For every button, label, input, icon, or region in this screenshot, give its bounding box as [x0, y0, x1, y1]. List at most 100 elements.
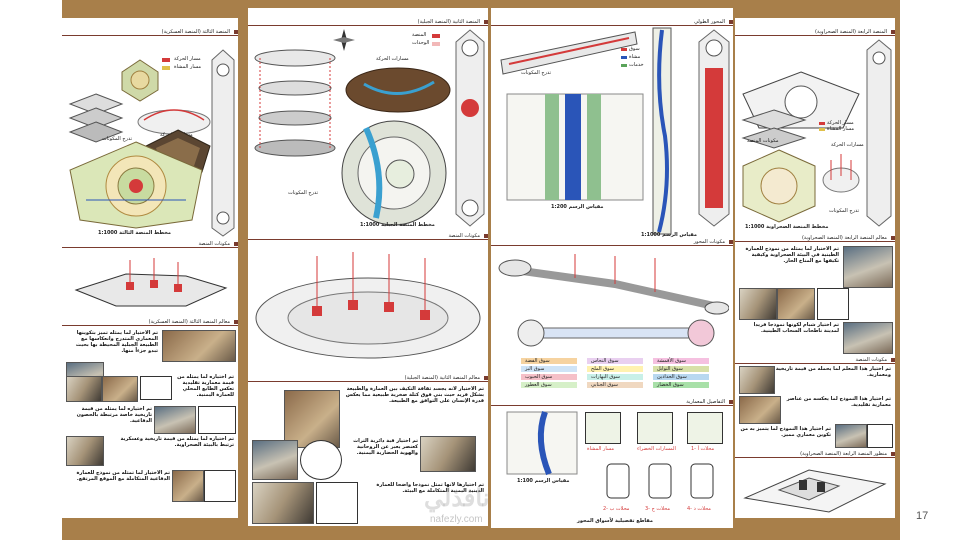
landmark-photo-4 [102, 376, 138, 402]
legend-swatch-red [432, 34, 440, 38]
bottom-note: مقاطع تفصيلية لأسواق المحور [577, 518, 653, 524]
axis-plan-strip [652, 27, 672, 235]
panel4-header-identity: معالم المنصة الرابعة (المنصة الصحراوية) [735, 234, 895, 242]
plan-title: مخطط المنصة الصحراوية 1:1000 [745, 224, 829, 230]
landmark-plan-2 [198, 406, 236, 434]
panel4-header-top: المنصة الرابعة (المنصة الصحراوية) [735, 28, 895, 36]
panel-longitudinal-axis: المحور الطولي تدرج المكونات سوق مشاة خدم… [491, 8, 733, 528]
components-diagram [498, 254, 729, 315]
panel2-header-components: مكونات المنصة [248, 232, 488, 240]
layers-label: تدرج المكونات [288, 190, 319, 196]
legend-label-2: مسار المشاة [827, 126, 855, 132]
main-plan [341, 120, 447, 226]
landmark-photo-4 [843, 322, 893, 354]
market-label-12: سوق الخضار [657, 382, 684, 388]
market-swatch-8 [587, 382, 643, 388]
identity-text-1: تم الاختيار لانه يجسد ثقافة التكيف بين ا… [345, 386, 484, 404]
legend-swatch-3 [621, 64, 627, 67]
sketch-label: مسارات الحركة [376, 56, 409, 62]
legend-swatch-red [819, 122, 825, 125]
panel4-header-components: مكونات المنصة [735, 356, 895, 364]
detail-label-2: المسارات الخضراء [637, 446, 676, 452]
main-plan [69, 141, 203, 229]
landmark-plan-2 [867, 424, 893, 448]
axis-detail-plan [506, 93, 644, 201]
main-plan [742, 149, 816, 223]
layers-label: تدرج المكونات [102, 136, 133, 142]
identity-text-2: تم اختيار قبة دائرية التراث كعنصر يعبر ع… [353, 438, 418, 456]
market-label-2: سوق البز [525, 366, 545, 372]
panel1-header-components: مكونات المنصة [62, 240, 238, 248]
legend-swatch-2 [621, 56, 627, 59]
legend-swatch-1 [621, 48, 627, 51]
legend-label-2: الوحدات [412, 40, 430, 46]
landmark-photo-3 [66, 376, 102, 402]
landmark-plan-3 [204, 470, 236, 502]
detail-sub-1: 2- محلات ب [603, 506, 630, 512]
panel1-header-top: المنصة الثالثة (المنصة العسكرية) [62, 28, 238, 36]
market-label-1: سوق الفضة [525, 358, 550, 364]
detail-plan-4 [687, 412, 723, 444]
detail-label-1: مسار المشاة [587, 446, 615, 452]
exploded-layers [741, 109, 807, 149]
market-label-10: سوق التوابل [657, 366, 683, 372]
market-label-3: سوق الحبوب [525, 374, 553, 380]
landmark-photo-5 [739, 366, 775, 394]
axis-section [500, 31, 638, 75]
landmark-photo-2 [739, 288, 777, 320]
elevation-column [698, 29, 730, 227]
panel-military-platform: المنصة الثالثة (المنصة العسكرية) مسار ال… [62, 18, 238, 518]
detail-sub-2: 3- محلات ج [645, 506, 670, 512]
sketch-label: مسارات الحركة [831, 142, 864, 148]
components-diagram [255, 252, 481, 359]
market-label-4: سوق العطور [525, 382, 552, 388]
identity-text-4: تم اختياره لما يمثله من قيمة تاريخية وعس… [120, 436, 234, 448]
market-swatch-10 [653, 366, 709, 372]
detail-label-3: 1- محلات أ [691, 446, 715, 452]
sketch-label: تدرج المكونات [521, 70, 552, 76]
market-label-11: سوق الحدادين [657, 374, 687, 380]
plan-title: مخطط المنصة الثالثة 1:1000 [98, 230, 171, 236]
perspective-render [743, 469, 887, 513]
exploded-layers [254, 49, 336, 157]
landmark-photo-3 [252, 440, 298, 480]
detail-units [606, 463, 714, 499]
legend-label-2: مشاة [629, 54, 641, 60]
market-swatch-4 [521, 382, 577, 388]
legend-label-1: مسار الحركة [174, 56, 201, 62]
plan-title: مخطط المنصة الجبلية 1:1000 [360, 222, 435, 228]
identity-text-1: تم الاختيار لما يمثله تميز بتكوينها المع… [75, 330, 158, 354]
panel4-header-bottom: منظور المنصة الرابعة (المنصة الصحراوية) [735, 450, 895, 458]
market-swatch-2 [521, 366, 577, 372]
identity-text-3: تم اختيار هذا المعلم لما يحمله من قيمة ت… [775, 366, 891, 378]
legend-label-2: مسار المشاة [174, 64, 202, 70]
identity-text-5: تم اختيار هذا النموذج لما يتميز به من تك… [740, 426, 831, 438]
identity-text-2: تم اختيار شبام لكونها نموذجا فريدا لمدين… [753, 322, 839, 334]
legend-swatch-yellow [819, 128, 825, 131]
landmark-photo-7 [172, 470, 204, 502]
landmark-photo-5 [154, 406, 196, 434]
identity-text-4: تم اختيار هذا النموذج لما يعكسه من عناصر… [786, 396, 891, 408]
landmark-photo-1 [162, 330, 236, 362]
panel1-header-identity: معالم المنصة الثالثة (المنصة العسكرية) [62, 318, 238, 326]
legend-label-1: سوق [629, 46, 640, 52]
elevation-sketch [211, 49, 235, 237]
movement-sketch [822, 154, 860, 193]
market-label-8: سوق الجنابي [591, 382, 618, 388]
landmark-plan-1 [140, 376, 172, 400]
layers-label: مكونات المنصة [747, 138, 779, 144]
panel-desert-platform: المنصة الرابعة (المنصة الصحراوية) مسار ا… [735, 18, 895, 518]
legend-label-1: المنصة [412, 32, 427, 38]
identity-text-3: تم اختياره لما يمثله من قيمة تاريخية خاص… [76, 406, 152, 424]
platform-render [345, 67, 451, 113]
market-swatch-12 [653, 382, 709, 388]
market-swatch-9 [653, 358, 709, 364]
landmark-photo-6 [66, 436, 104, 466]
detail-plan-3 [637, 412, 673, 444]
legend-swatch-pink [432, 42, 440, 46]
elevation-column [866, 39, 892, 227]
detail-plan-2 [585, 412, 621, 444]
axis-horizontal-plan [517, 319, 715, 347]
identity-text-1: تم الاختيار لما يمثله من نموذج للعمارة ا… [745, 246, 839, 264]
identity-text-2: تم اختياره لما يمثله من قيمة معمارية تقل… [177, 374, 234, 398]
